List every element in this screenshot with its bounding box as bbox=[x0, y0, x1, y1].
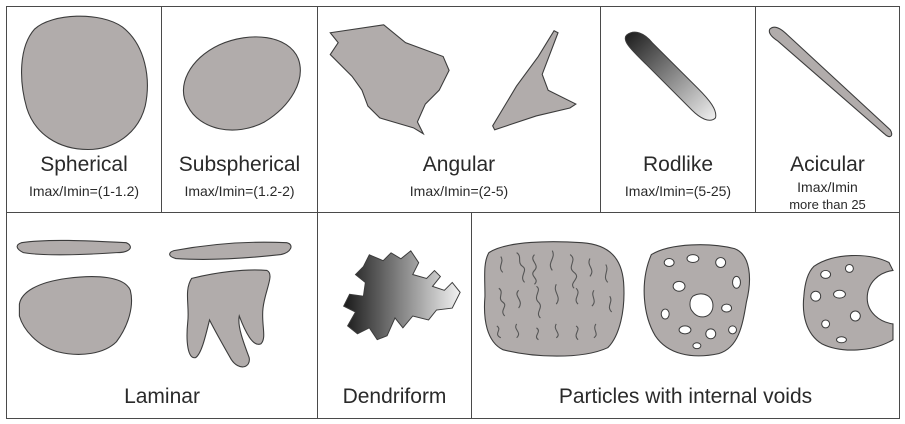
internal-voids-label: Particles with internal voids bbox=[472, 385, 899, 409]
cell-rodlike: Rodlike Imax/Imin=(5-25) bbox=[600, 6, 756, 213]
angular-particles bbox=[318, 7, 600, 212]
subspherical-label: Subspherical bbox=[162, 153, 317, 177]
cell-acicular: Acicular Imax/Imin more than 25 bbox=[755, 6, 900, 213]
angular-ratio: Imax/Imin=(2-5) bbox=[318, 183, 600, 199]
acicular-ratio: Imax/Imin bbox=[756, 179, 899, 195]
cell-laminar: Laminar bbox=[6, 212, 318, 419]
acicular-label: Acicular bbox=[756, 153, 899, 177]
acicular-note: more than 25 bbox=[756, 197, 899, 212]
rodlike-label: Rodlike bbox=[601, 153, 755, 177]
subspherical-particle bbox=[162, 7, 317, 212]
cell-internal-voids: Particles with internal voids bbox=[471, 212, 900, 419]
spherical-ratio: Imax/Imin=(1-1.2) bbox=[7, 183, 161, 199]
dendriform-label: Dendriform bbox=[318, 385, 471, 409]
cell-spherical: Spherical Imax/Imin=(1-1.2) bbox=[6, 6, 162, 213]
spherical-particle bbox=[7, 7, 161, 212]
spherical-label: Spherical bbox=[7, 153, 161, 177]
rodlike-particle bbox=[601, 7, 755, 212]
cell-dendriform: Dendriform bbox=[317, 212, 472, 419]
rodlike-ratio: Imax/Imin=(5-25) bbox=[601, 183, 755, 199]
cell-angular: Angular Imax/Imin=(2-5) bbox=[317, 6, 601, 213]
angular-label: Angular bbox=[318, 153, 600, 177]
laminar-label: Laminar bbox=[7, 385, 317, 409]
cell-subspherical: Subspherical Imax/Imin=(1.2-2) bbox=[161, 6, 318, 213]
subspherical-ratio: Imax/Imin=(1.2-2) bbox=[162, 183, 317, 199]
